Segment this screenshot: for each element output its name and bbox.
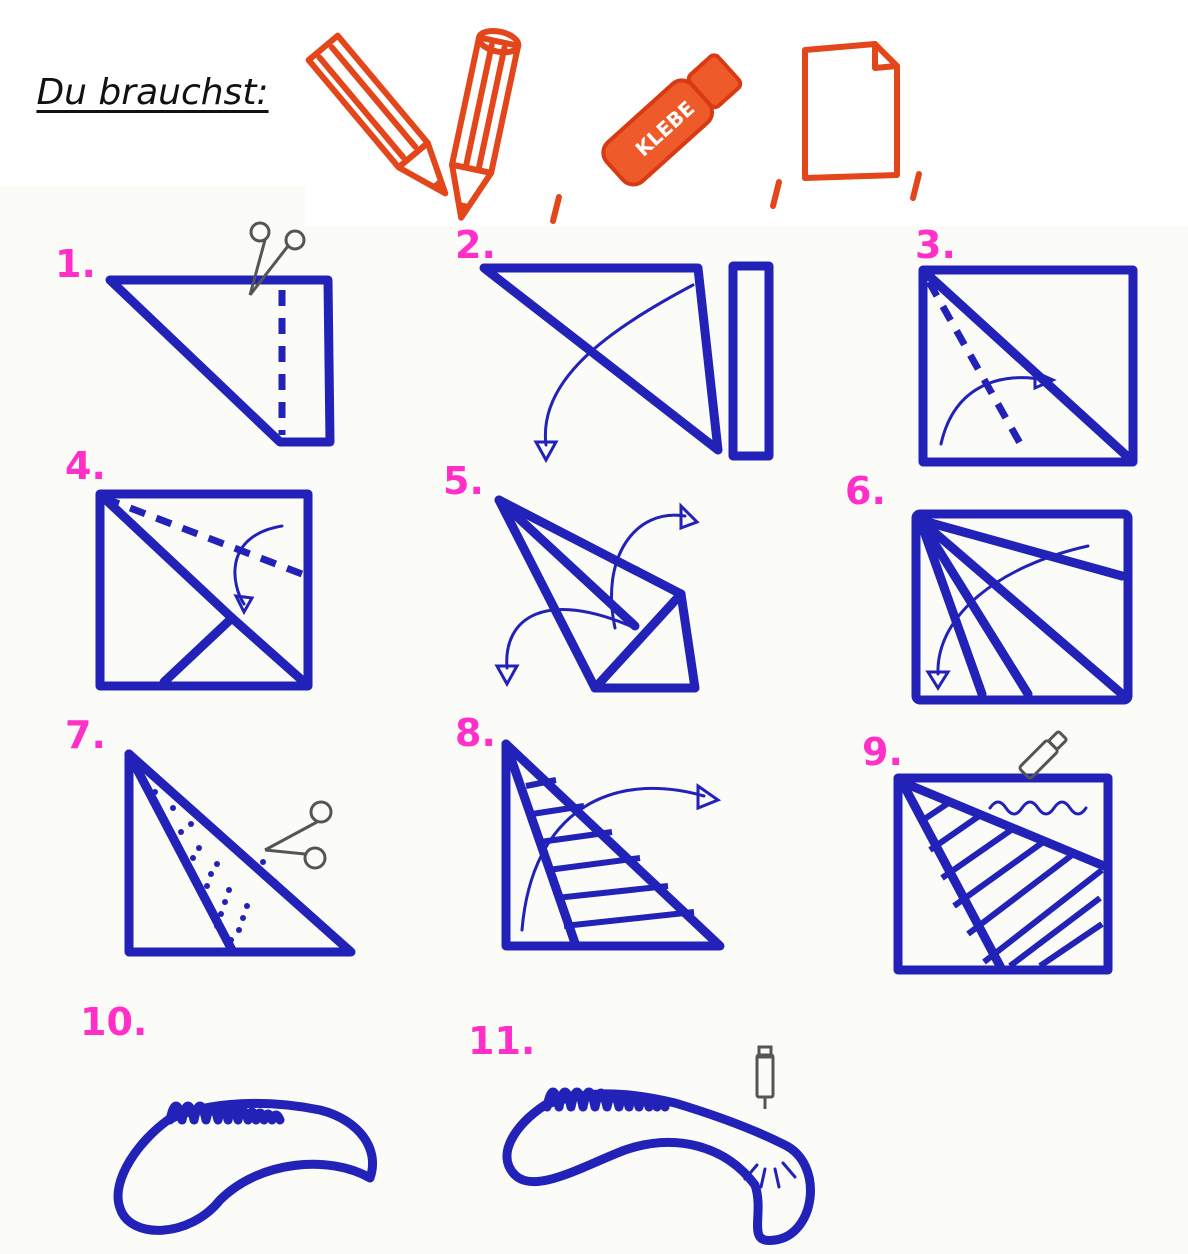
comma bbox=[767, 180, 787, 210]
step-1-diagram bbox=[100, 220, 460, 480]
step-number: 6. bbox=[845, 472, 886, 510]
hatch-lines bbox=[526, 780, 694, 926]
step-number: 1. bbox=[55, 245, 96, 283]
step-number: 7. bbox=[65, 716, 106, 754]
glue-stick-icon bbox=[757, 1047, 773, 1109]
pencil-icon bbox=[433, 0, 533, 230]
step-5-diagram bbox=[485, 488, 715, 698]
step-8-diagram bbox=[492, 730, 752, 960]
step-7-diagram bbox=[115, 742, 375, 982]
step-number: 8. bbox=[455, 714, 496, 752]
step-11-diagram bbox=[495, 1045, 835, 1245]
page-title: Du brauchst: bbox=[36, 72, 268, 113]
scissors-icon bbox=[265, 802, 331, 868]
comma bbox=[547, 195, 567, 225]
comma bbox=[907, 172, 927, 202]
step-4-diagram bbox=[92, 486, 322, 696]
step-number: 2. bbox=[455, 226, 496, 264]
step-6-diagram bbox=[908, 506, 1138, 706]
paper-sheet-icon bbox=[797, 30, 907, 180]
hatch-lines bbox=[920, 802, 1102, 966]
supplies-card: KLEBE bbox=[305, 0, 1188, 226]
step-9-diagram bbox=[890, 730, 1150, 980]
glue-stick-icon: KLEBE bbox=[585, 40, 755, 200]
step-number: 3. bbox=[915, 226, 956, 264]
header-card: Du brauchst: bbox=[0, 0, 305, 185]
step-number: 10. bbox=[80, 1003, 147, 1041]
glue-stick-icon bbox=[1019, 730, 1068, 779]
step-2-diagram bbox=[478, 260, 808, 490]
step-3-diagram bbox=[915, 262, 1145, 472]
step-10-diagram bbox=[100, 1050, 400, 1250]
